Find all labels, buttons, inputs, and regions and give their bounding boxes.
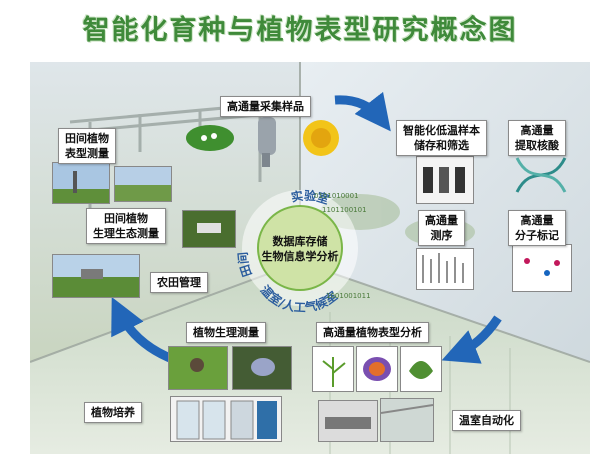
hub-line-bioinformatics: 生物信息学分析	[261, 250, 339, 263]
binary-text-c: 1101100101	[322, 206, 367, 214]
label-field-ecophysiology: 田间植物 生理生态测量	[86, 208, 166, 244]
phenotype-plant-image-b	[356, 346, 398, 392]
greenhouse-interior-photo	[380, 398, 434, 442]
label-field-ecophysiology-line2: 生理生态测量	[93, 227, 159, 240]
label-field-ecophysiology-line1: 田间植物	[104, 212, 148, 225]
label-plant-physiology: 植物生理测量	[186, 322, 266, 343]
label-smart-storage: 智能化低温样本 储存和筛选	[396, 120, 487, 156]
hub-label: 数据库存储 生物信息学分析	[250, 234, 350, 264]
label-nucleic-acid-extraction-line2: 提取核酸	[515, 139, 559, 152]
label-sequencing: 高通量 测序	[418, 210, 465, 246]
dna-helix-image	[515, 157, 567, 193]
arrow-to-greenhouse	[441, 315, 502, 364]
label-greenhouse-automation: 温室自动化	[452, 410, 521, 431]
growth-chamber-photo	[170, 396, 282, 442]
sequencing-gel-image	[416, 248, 474, 290]
ecophysiology-photo	[182, 210, 236, 248]
plant-physiology-photo-b	[232, 346, 292, 390]
label-smart-storage-line2: 储存和筛选	[414, 139, 469, 152]
marker-scatter-image	[512, 244, 572, 292]
label-nucleic-acid-extraction-line1: 高通量	[520, 124, 554, 137]
field-phenotype-photo	[52, 162, 110, 204]
label-field-phenotyping: 田间植物 表型测量	[58, 128, 116, 164]
phenotype-plant-image-a	[312, 346, 354, 392]
label-sequencing-line1: 高通量	[425, 214, 458, 227]
label-molecular-markers: 高通量 分子标记	[508, 210, 566, 246]
ring-lab-text: 实验室	[290, 188, 331, 207]
plant-physiology-photo-a	[168, 346, 228, 390]
storage-machine-photo	[416, 156, 474, 204]
label-molecular-markers-line2: 分子标记	[515, 229, 559, 242]
ring-field-text: 田间	[235, 251, 255, 278]
hub-line-database: 数据库存储	[272, 235, 328, 248]
label-molecular-markers-line1: 高通量	[520, 214, 554, 227]
label-farm-management: 农田管理	[150, 272, 208, 293]
label-field-phenotyping-line1: 田间植物	[65, 132, 109, 145]
label-field-phenotyping-line2: 表型测量	[65, 147, 109, 160]
label-hts-phenotyping: 高通量植物表型分析	[316, 322, 429, 343]
label-high-throughput-sampling: 高通量采集样品	[220, 96, 311, 117]
phenotype-leaf-image	[400, 346, 442, 392]
label-nucleic-acid-extraction: 高通量 提取核酸	[508, 120, 566, 156]
binary-text-a: 0101010001	[314, 192, 359, 200]
label-sequencing-line2: 测序	[430, 229, 453, 242]
greenhouse-conveyor-photo	[318, 400, 378, 442]
diagram-title: 智能化育种与植物表型研究概念图	[82, 15, 518, 46]
corn-sample-photo	[303, 120, 339, 156]
binary-text-b: 1001001011	[326, 292, 371, 300]
central-hub: 田间 实验室 温室/人工气候室 0101010001 1001001011 11…	[235, 188, 371, 315]
hub-circle	[257, 205, 343, 291]
leaf-sample-photo	[186, 125, 234, 151]
label-plant-cultivation: 植物培养	[84, 402, 142, 423]
label-smart-storage-line1: 智能化低温样本	[403, 124, 480, 137]
sampling-device-photo	[258, 117, 276, 167]
arrow-to-storage	[334, 91, 391, 132]
field-plot-photo	[114, 166, 172, 202]
arrow-to-field	[111, 297, 177, 365]
farm-machinery-photo	[52, 254, 140, 298]
